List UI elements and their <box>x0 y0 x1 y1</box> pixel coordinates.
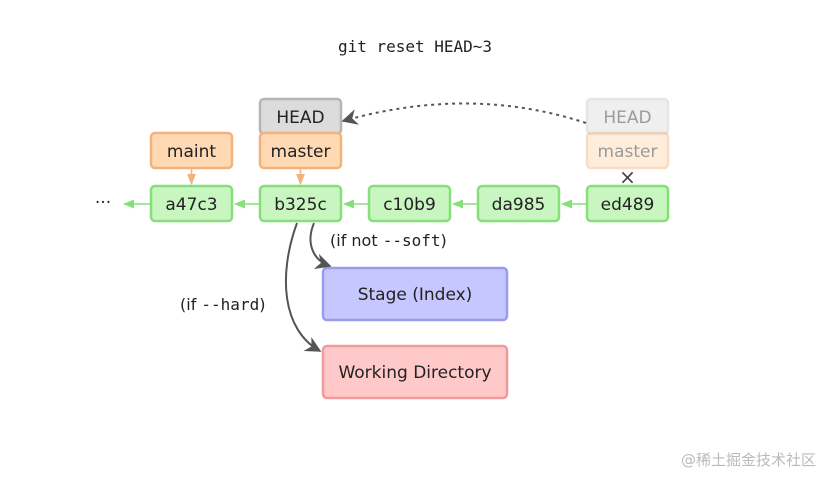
stage-index-label: Stage (Index) <box>358 285 473 305</box>
commit-label: c10b9 <box>383 195 436 215</box>
working-directory-label: Working Directory <box>338 363 491 383</box>
commit-label: b325c <box>274 195 327 215</box>
branch-maint-label: maint <box>167 142 216 162</box>
condition-not-soft: (if not --soft) <box>330 231 447 250</box>
head-ref: HEAD <box>258 97 343 136</box>
stage-index-box: Stage (Index) <box>321 266 509 322</box>
commit-label: da985 <box>492 195 546 215</box>
commit-label: ed489 <box>601 195 655 215</box>
arrow-b325c-to-stage <box>309 222 332 270</box>
working-directory-box: Working Directory <box>321 344 509 400</box>
commit-node: ed489 <box>585 184 670 223</box>
history-ellipsis: ··· <box>95 193 111 213</box>
condition-hard: (if --hard) <box>180 295 265 314</box>
commit-label: a47c3 <box>165 195 217 215</box>
commit-node: da985 <box>476 184 561 223</box>
old-master-label: master <box>598 142 658 162</box>
head-label: HEAD <box>276 108 324 128</box>
commit-node: a47c3 <box>149 184 234 223</box>
branch-master: master <box>258 131 343 170</box>
branch-master-label: master <box>271 142 331 162</box>
head-move-arrow <box>341 102 587 125</box>
branch-maint: maint <box>149 131 234 170</box>
old-head-label: HEAD <box>603 108 651 128</box>
old-master-ref: master <box>585 131 670 170</box>
commit-node: c10b9 <box>367 184 452 223</box>
commit-node: b325c <box>258 184 343 223</box>
old-head-ref: HEAD <box>585 97 670 136</box>
diagram-title: git reset HEAD~3 <box>338 37 492 56</box>
site-watermark: @稀土掘金技术社区 <box>681 451 816 469</box>
arrow-b325c-to-working <box>284 222 322 352</box>
removed-pointer-mark: × <box>619 165 636 189</box>
